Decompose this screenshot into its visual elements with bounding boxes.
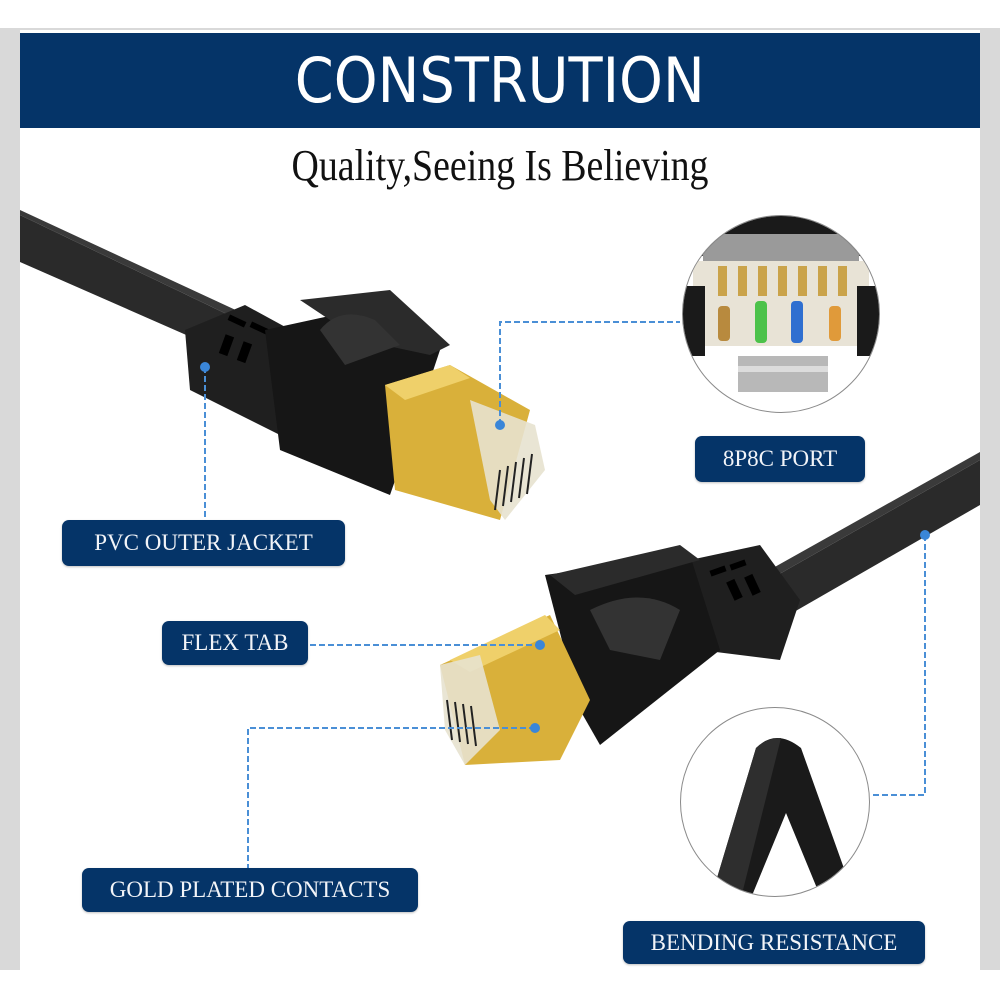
label-gold-plated-contacts: GOLD PLATED CONTACTS (82, 868, 418, 912)
page-subtitle: Quality,Seeing Is Believing (291, 141, 709, 190)
port-closeup-image (682, 215, 880, 413)
rj45-contacts-icon (683, 216, 879, 392)
label-pvc-outer-jacket: PVC OUTER JACKET (62, 520, 345, 566)
bent-flat-cable-icon (711, 738, 851, 896)
label-flex-tab: FLEX TAB (162, 621, 308, 665)
bottom-connector-image (440, 452, 980, 765)
label-8p8c-port: 8P8C PORT (695, 436, 865, 482)
label-bending-resistance: BENDING RESISTANCE (623, 921, 925, 964)
top-connector-image (20, 210, 545, 520)
page-title: CONSTRUTION (295, 44, 705, 117)
callout-lines (204, 321, 926, 870)
bend-closeup-image (680, 707, 870, 897)
callout-dots (200, 362, 930, 733)
header-banner: CONSTRUTION (20, 33, 980, 128)
